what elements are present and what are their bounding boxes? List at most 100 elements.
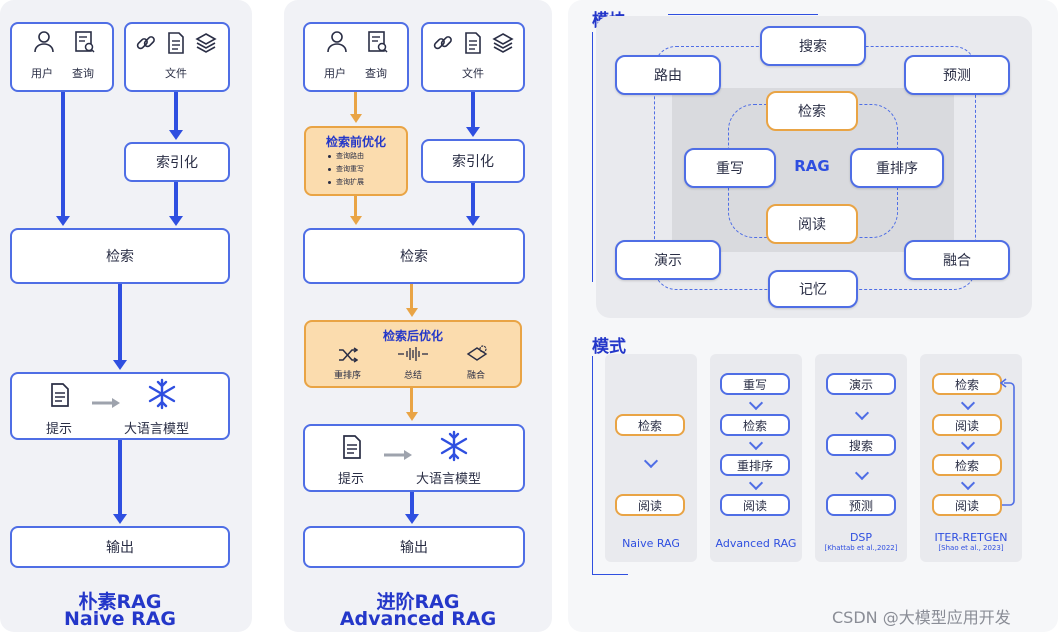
waveform-icon bbox=[398, 347, 428, 361]
document-icon bbox=[168, 32, 184, 54]
adv-pre-title: 检索前优化 bbox=[325, 135, 386, 149]
prompt-doc-icon bbox=[51, 383, 69, 407]
pattern-iter-step: 检索 bbox=[932, 454, 1002, 476]
pattern-advanced-step: 检索 bbox=[720, 414, 790, 436]
gray-arrow-icon bbox=[92, 398, 120, 408]
patterns-heading: 模式 bbox=[592, 337, 626, 357]
shuffle-icon bbox=[339, 347, 358, 363]
pattern-naive-card bbox=[605, 354, 697, 562]
adv-title-cn: 进阶RAG bbox=[376, 591, 460, 613]
module-memory: 记忆 bbox=[768, 270, 858, 308]
naive-user-label: 用户 bbox=[31, 67, 53, 80]
adv-orange-arrow-head bbox=[406, 412, 418, 421]
naive-arrow-head bbox=[56, 216, 70, 226]
naive-arrow-line bbox=[118, 440, 122, 516]
naive-query-label: 查询 bbox=[72, 67, 94, 80]
adv-query-label: 查询 bbox=[365, 67, 387, 80]
pattern-iter-label: ITER-RETGEN bbox=[934, 531, 1008, 544]
query-doc-icon bbox=[368, 31, 388, 53]
naive-title-en: Naive RAG bbox=[63, 608, 177, 630]
module-demo: 演示 bbox=[615, 240, 721, 280]
adv-output-box: 输出 bbox=[303, 526, 525, 568]
adv-orange-arrow-head bbox=[350, 216, 362, 225]
user-icon bbox=[327, 31, 347, 53]
adv-pre-item: 查询扩展 bbox=[336, 178, 364, 186]
adv-llm-label: 大语言模型 bbox=[416, 472, 482, 487]
pattern-dsp-label: DSP bbox=[849, 531, 873, 544]
naive-llm-label: 大语言模型 bbox=[124, 422, 190, 437]
naive-output-box: 输出 bbox=[10, 526, 230, 568]
adv-arrow-head bbox=[405, 514, 419, 524]
module-predict: 预测 bbox=[904, 55, 1010, 95]
adv-index-box: 索引化 bbox=[421, 139, 525, 183]
adv-generate-box bbox=[303, 424, 525, 492]
pattern-advanced-step: 重排序 bbox=[720, 454, 790, 476]
adv-orange-arrow-line bbox=[410, 388, 413, 413]
pattern-dsp-step: 预测 bbox=[826, 494, 896, 516]
gray-arrow-icon bbox=[384, 450, 412, 460]
adv-post-title: 检索后优化 bbox=[382, 329, 443, 343]
adv-orange-arrow-line bbox=[410, 284, 413, 309]
link-icon bbox=[136, 36, 155, 50]
adv-orange-arrow-line bbox=[354, 92, 357, 115]
pattern-iter-step: 检索 bbox=[932, 373, 1002, 395]
module-rewrite: 重写 bbox=[684, 148, 776, 188]
module-rag-center: RAG bbox=[794, 157, 830, 175]
fusion-icon bbox=[466, 345, 488, 361]
watermark: CSDN @大模型应用开发 bbox=[832, 608, 1011, 627]
snowflake-icon bbox=[148, 378, 176, 410]
bullet-dot bbox=[328, 168, 331, 171]
module-fusion: 融合 bbox=[904, 240, 1010, 280]
adv-arrow-line bbox=[471, 92, 475, 128]
adv-prompt-label: 提示 bbox=[338, 472, 365, 487]
layers-icon bbox=[492, 33, 514, 53]
naive-title-cn: 朴素RAG bbox=[78, 591, 162, 613]
layers-icon bbox=[195, 33, 217, 53]
adv-post-item: 总结 bbox=[404, 371, 423, 381]
prompt-doc-icon bbox=[343, 435, 361, 459]
modules-heading-line bbox=[668, 14, 818, 15]
naive-arrow-head bbox=[169, 130, 183, 140]
naive-arrow-head bbox=[113, 360, 127, 370]
query-doc-icon bbox=[75, 31, 95, 53]
adv-orange-arrow-head bbox=[406, 308, 418, 317]
module-retrieve: 检索 bbox=[766, 91, 858, 131]
document-icon bbox=[465, 32, 481, 54]
pattern-iter-step: 阅读 bbox=[932, 414, 1002, 436]
naive-arrow-head bbox=[113, 514, 127, 524]
adv-post-item: 融合 bbox=[467, 371, 486, 381]
pattern-advanced-step: 阅读 bbox=[720, 494, 790, 516]
naive-arrow-line bbox=[174, 92, 178, 132]
adv-arrow-head bbox=[466, 127, 480, 137]
adv-arrow-line bbox=[471, 183, 475, 218]
adv-title-en: Advanced RAG bbox=[339, 608, 497, 630]
naive-file-label: 文件 bbox=[165, 67, 187, 80]
modules-side-line bbox=[592, 32, 593, 282]
module-rerank: 重排序 bbox=[850, 148, 944, 188]
naive-arrow-line bbox=[61, 92, 65, 218]
user-icon bbox=[34, 31, 54, 53]
adv-arrow-head bbox=[466, 216, 480, 226]
pattern-advanced-label: Advanced RAG bbox=[715, 537, 797, 550]
module-read: 阅读 bbox=[766, 204, 858, 244]
bullet-dot bbox=[328, 181, 331, 184]
pattern-iter-citation: [Shao et al., 2023] bbox=[938, 544, 1004, 552]
pattern-naive-label: Naive RAG bbox=[622, 537, 680, 550]
naive-arrow-line bbox=[174, 182, 178, 218]
naive-arrow-line bbox=[118, 284, 122, 362]
adv-orange-arrow-head bbox=[350, 114, 362, 123]
naive-user-query-box bbox=[10, 22, 114, 92]
adv-pre-retrieval-box bbox=[304, 126, 408, 196]
module-routing: 路由 bbox=[615, 55, 721, 95]
pattern-naive-step: 检索 bbox=[615, 414, 685, 436]
pattern-iter-step: 阅读 bbox=[932, 494, 1002, 516]
pattern-naive-step: 阅读 bbox=[615, 494, 685, 516]
naive-file-box bbox=[124, 22, 230, 92]
adv-post-item: 重排序 bbox=[334, 371, 362, 381]
loop-back-arrow bbox=[1000, 378, 1015, 506]
pattern-advanced-step: 重写 bbox=[720, 373, 790, 395]
pattern-dsp-step: 搜索 bbox=[826, 434, 896, 456]
naive-arrow-head bbox=[169, 216, 183, 226]
adv-file-label: 文件 bbox=[462, 67, 484, 80]
adv-arrow-line bbox=[410, 492, 414, 516]
